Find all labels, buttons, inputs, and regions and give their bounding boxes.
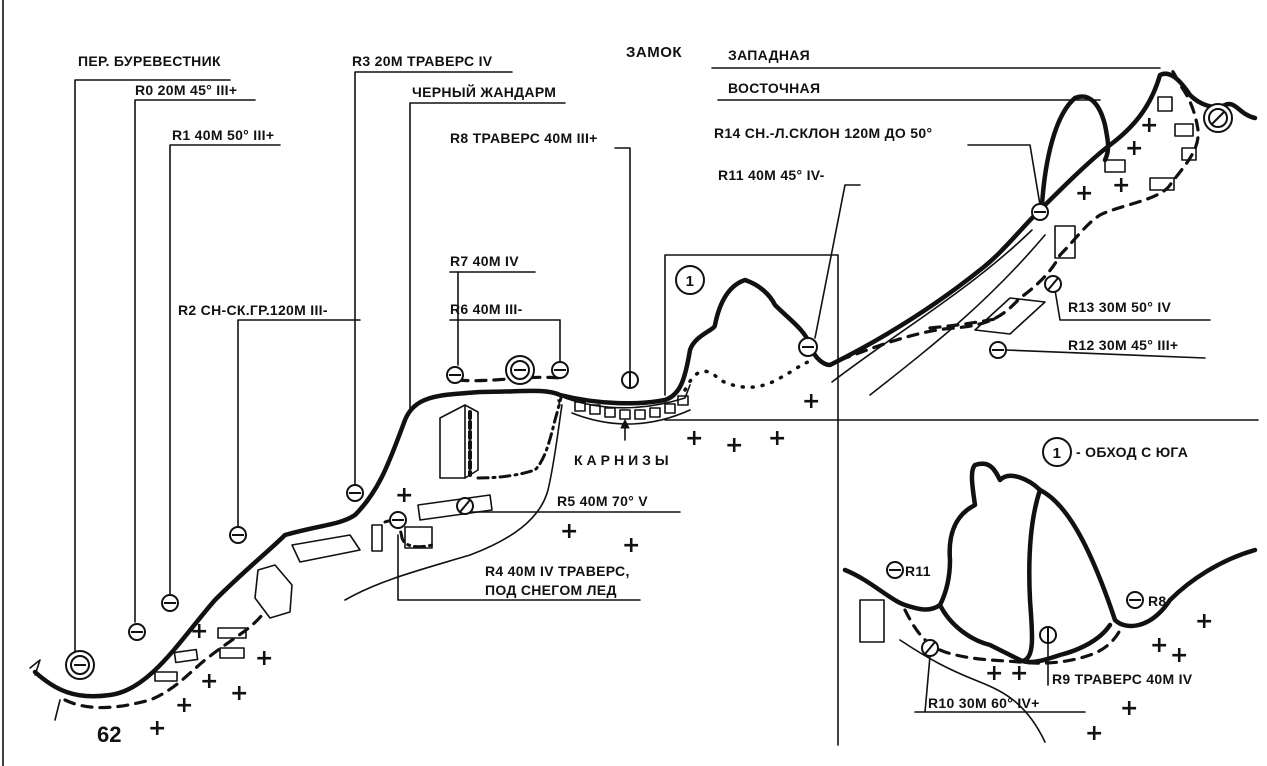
inset-anchor-r10 (921, 639, 939, 657)
label-r2: R2 СН-СК.ГР.120М III- (178, 302, 328, 318)
route-dashed-gendarme (456, 375, 562, 383)
anchor-start (65, 650, 95, 680)
svg-text:+: + (200, 669, 218, 694)
inset-title: - ОБХОД С ЮГА (1076, 444, 1188, 460)
anchor-r14 (1031, 203, 1049, 221)
label-r4-line1: R4 40М IV ТРАВЕРС, (485, 563, 630, 579)
anchor-summit (1203, 103, 1233, 133)
anchor-symbols (65, 103, 1233, 680)
anchor-r11 (798, 337, 818, 357)
route-dashed-main (63, 613, 264, 710)
inset-label-r9: R9 ТРАВЕРС 40М IV (1052, 671, 1193, 687)
svg-text:+: + (768, 426, 786, 451)
anchor-r12 (989, 341, 1007, 359)
label-cornices: КАРНИЗЫ (574, 452, 673, 468)
label-r0: R0 20М 45° III+ (135, 82, 237, 98)
label-start-number: 62 (97, 722, 121, 747)
svg-text:+: + (395, 483, 413, 508)
cornice-band (564, 384, 691, 441)
svg-text:+: + (1125, 136, 1143, 161)
start-hook (29, 659, 41, 676)
inset-marker-main: 1 (675, 265, 705, 295)
label-pass: ПЕР. БУРЕВЕСТНИК (78, 53, 221, 69)
svg-text:+: + (230, 681, 248, 706)
anchor-r2 (229, 526, 247, 544)
svg-text:+: + (175, 693, 193, 718)
upper-rock-block (1039, 94, 1111, 208)
label-r13: R13 30М 50° IV (1068, 299, 1172, 315)
svg-text:+: + (685, 426, 703, 451)
anchor-main (505, 355, 535, 385)
inset-marker-number: 1 (686, 273, 695, 290)
svg-text:+: + (1010, 661, 1028, 686)
gendarme-block (439, 404, 479, 479)
label-r4-line2: ПОД СНЕГОМ ЛЕД (485, 582, 617, 598)
anchor-r8 (621, 371, 639, 389)
label-r14: R14 СН.-Л.СКЛОН 120М ДО 50° (714, 125, 932, 141)
label-r7: R7 40М IV (450, 253, 519, 269)
route-dashed-upper (838, 66, 1200, 362)
terrain-lines (54, 229, 1046, 721)
inset-label-r8: R8 (1148, 593, 1167, 609)
plus-marks: + + + + + + + + + + + + + + + + + (148, 113, 1158, 741)
inset-anchor-r11 (886, 561, 904, 579)
anchor-r0 (128, 623, 146, 641)
svg-text:+: + (802, 389, 820, 414)
inset-label-r10: R10 30М 60° IV+ (928, 695, 1040, 711)
svg-text:+: + (1150, 633, 1168, 658)
anchor-r7 (551, 361, 569, 379)
inset-southern-bypass: 1 - ОБХОД С ЮГА R11 R8 R9 ТРАВЕРС 40М IV… (842, 437, 1258, 746)
label-r8: R8 ТРАВЕРС 40М III+ (450, 130, 598, 146)
route-dashed-r12 (928, 316, 1002, 330)
dotted-route (683, 360, 810, 392)
label-r11: R11 40М 45° IV- (718, 167, 825, 183)
label-r1: R1 40М 50° III+ (172, 127, 274, 143)
svg-text:+: + (190, 619, 208, 644)
inset-label-r11: R11 (905, 563, 931, 579)
label-castle: ЗАМОК (626, 44, 682, 61)
inset-title-marker: 1 (1053, 445, 1062, 462)
label-r12: R12 30М 45° III+ (1068, 337, 1178, 353)
label-west: ЗАПАДНАЯ (728, 47, 810, 63)
svg-text:+: + (255, 646, 273, 671)
anchor-r3 (346, 484, 364, 502)
inset-anchor-r9 (1039, 626, 1057, 644)
svg-text:+: + (1085, 721, 1103, 746)
anchor-r1 (161, 594, 179, 612)
svg-text:+: + (725, 433, 743, 458)
leader-lines (74, 67, 1211, 656)
svg-text:+: + (1195, 609, 1213, 634)
label-r5: R5 40М 70° V (557, 493, 648, 509)
route-dashdot-gendarme (476, 393, 564, 480)
label-r6: R6 40М III- (450, 301, 523, 317)
label-r3: R3 20М ТРАВЕРС IV (352, 53, 493, 69)
svg-text:+: + (1075, 181, 1093, 206)
svg-text:+: + (148, 716, 166, 741)
svg-text:+: + (1112, 173, 1130, 198)
svg-text:+: + (622, 533, 640, 558)
inset-anchor-r8 (1126, 591, 1144, 609)
svg-text:+: + (1140, 113, 1158, 138)
slab-rectangles (154, 96, 1197, 682)
anchor-r5 (456, 497, 474, 515)
svg-text:+: + (1170, 643, 1188, 668)
anchor-r4 (389, 511, 407, 529)
svg-text:+: + (985, 661, 1003, 686)
svg-text:+: + (1120, 696, 1138, 721)
anchor-r6 (446, 366, 464, 384)
svg-text:+: + (560, 519, 578, 544)
route-labels: ПЕР. БУРЕВЕСТНИК R0 20М 45° III+ R1 40М … (78, 44, 1178, 747)
main-ridge-line (32, 71, 1258, 699)
label-east: ВОСТОЧНАЯ (728, 80, 820, 96)
label-black-gendarme: ЧЕРНЫЙ ЖАНДАРМ (412, 83, 556, 100)
anchor-r13 (1044, 275, 1062, 293)
